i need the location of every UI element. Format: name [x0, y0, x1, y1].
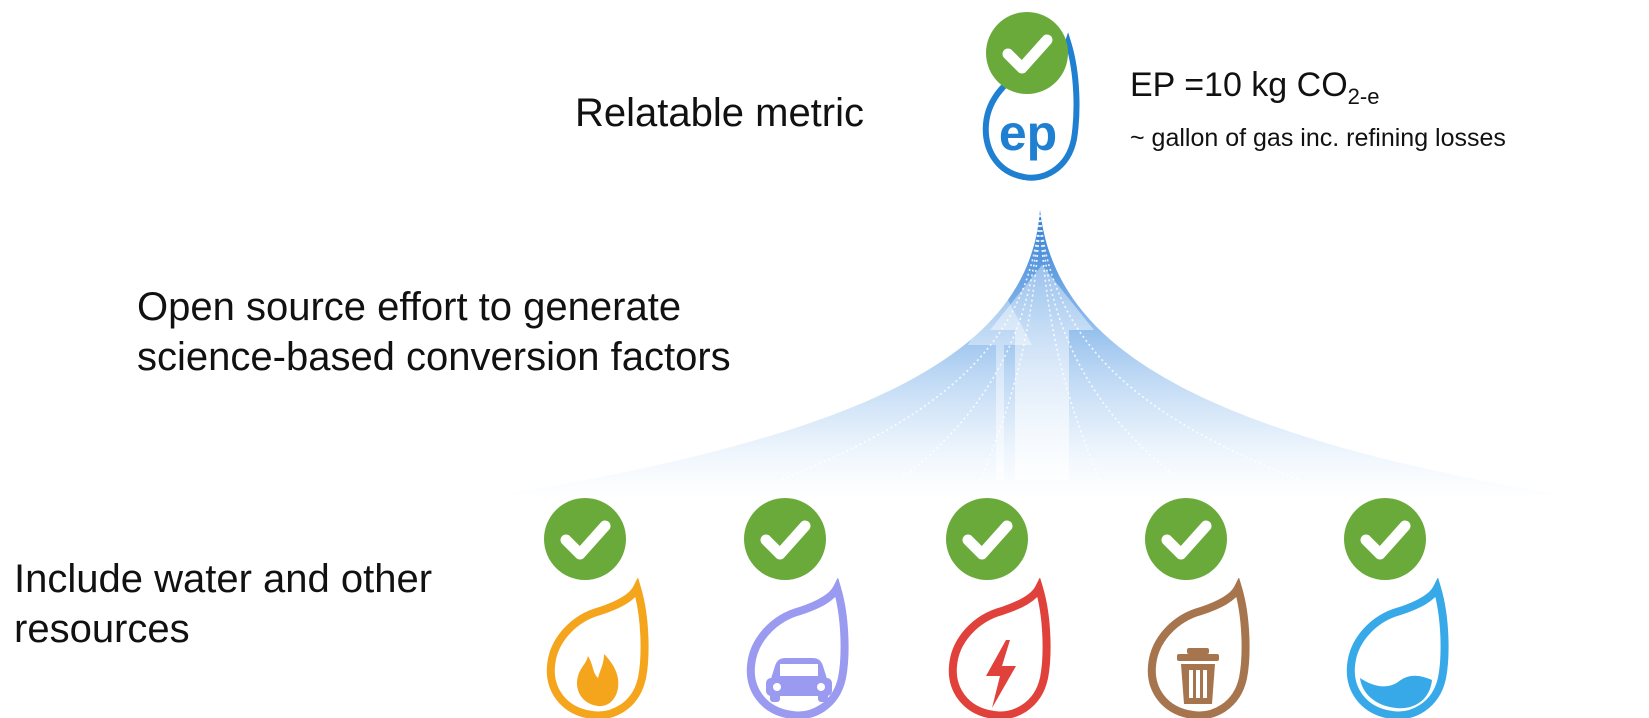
resource-drop-fire — [546, 578, 649, 718]
car-icon — [766, 658, 832, 702]
open-source-label-line1: Open source effort to generate — [137, 285, 682, 329]
waste-check-icon — [1145, 498, 1227, 580]
ep-formula-subscript: 2-e — [1347, 84, 1380, 109]
ep-formula-prefix: EP =10 kg CO — [1130, 66, 1348, 104]
trash-can-icon — [1177, 648, 1219, 704]
include-resources-line2: resources — [14, 607, 190, 651]
fire-check-icon — [544, 498, 626, 580]
resource-drop-electricity — [948, 578, 1051, 718]
arrow-main — [990, 265, 1094, 480]
ep-check-icon — [986, 12, 1068, 94]
resource-drop-car — [746, 578, 849, 718]
water-icon — [1360, 675, 1432, 709]
lightning-bolt-icon — [986, 640, 1016, 708]
electricity-check-icon — [946, 498, 1028, 580]
include-resources-line1: Include water and other — [14, 557, 433, 601]
relatable-metric-label: Relatable metric — [575, 91, 865, 135]
open-source-label-line2: science-based conversion factors — [137, 335, 731, 379]
resource-drop-water — [1346, 578, 1449, 718]
ep-logo-text: ep — [999, 105, 1057, 161]
flame-icon — [576, 654, 619, 707]
resource-drop-waste — [1147, 578, 1250, 718]
water-check-icon — [1344, 498, 1426, 580]
car-check-icon — [744, 498, 826, 580]
ep-logo-drop: ep — [982, 32, 1080, 181]
ep-formula: EP =10 kg CO2-e — [1130, 66, 1379, 108]
ep-formula-note: ~ gallon of gas inc. refining losses — [1130, 124, 1506, 152]
